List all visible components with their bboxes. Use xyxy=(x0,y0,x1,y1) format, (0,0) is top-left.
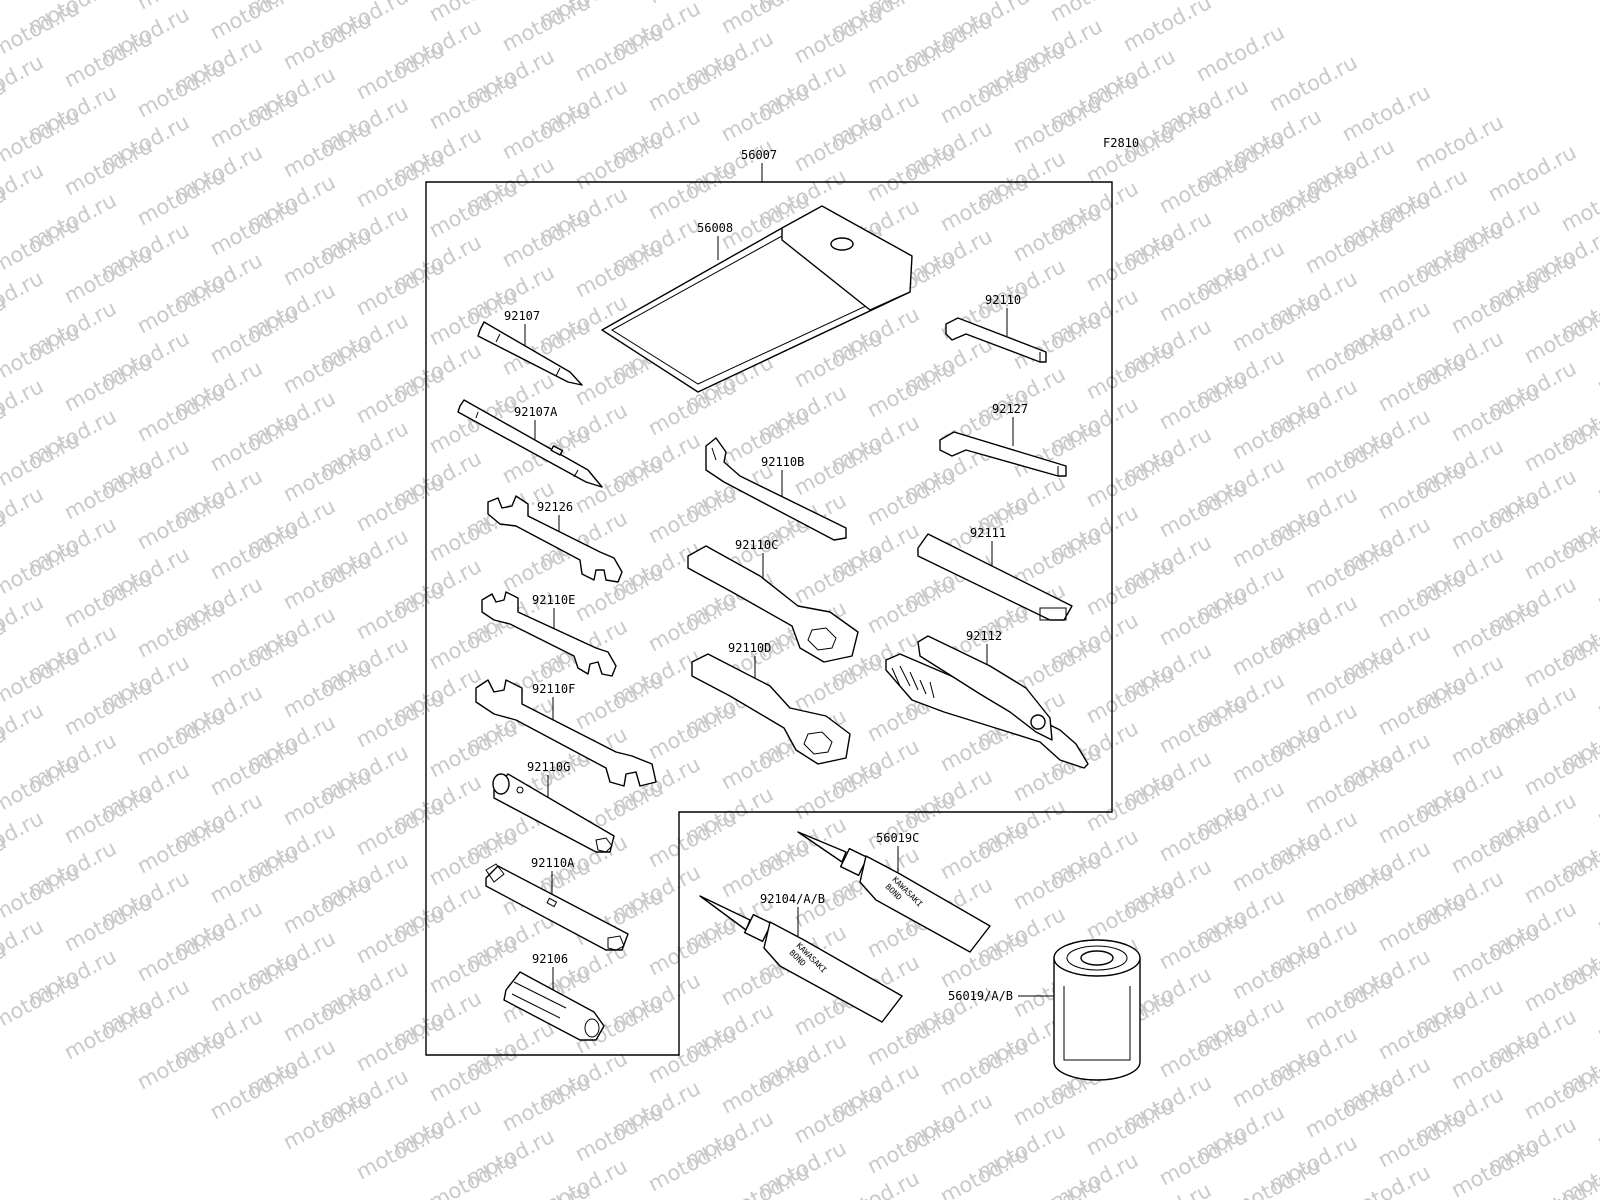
watermark-text: motod.ru xyxy=(0,50,47,116)
watermark-text: motod.ru xyxy=(1593,1088,1600,1154)
watermark-text: motod.ru xyxy=(352,1118,448,1184)
part-92107-screwdriver[interactable]: 92107 xyxy=(477,309,583,386)
watermark-text: motod.ru xyxy=(1520,518,1600,584)
part-92104-bond-tube[interactable]: 92104/A/B KAWASAKI BOND xyxy=(699,892,903,1023)
watermark-text: motod.ru xyxy=(0,320,83,386)
watermark-text: motod.ru xyxy=(0,0,47,8)
watermark-text: motod.ru xyxy=(0,212,83,278)
watermark-text: motod.ru xyxy=(0,860,83,926)
watermark-text: motod.ru xyxy=(498,1178,594,1200)
part-label: 92110F xyxy=(532,682,575,696)
watermark-text: motod.ru xyxy=(1593,980,1600,1046)
watermark-text: motod.ru xyxy=(1593,872,1600,938)
watermark-text: motod.ru xyxy=(717,1160,813,1200)
watermark-text: motod.ru xyxy=(1520,302,1600,368)
part-label: 92110D xyxy=(728,641,771,655)
watermark-text: motod.ru xyxy=(1520,410,1600,476)
watermark-text: motod.ru xyxy=(0,536,83,602)
watermark-text: motod.ru xyxy=(1520,734,1600,800)
part-92110A-box-spanner[interactable]: 92110A xyxy=(485,856,629,951)
part-label: 92126 xyxy=(537,500,573,514)
part-92110D-box-wrench[interactable]: 92110D xyxy=(691,641,851,765)
part-92106-socket[interactable]: 92106 xyxy=(503,952,605,1041)
watermark-text: motod.ru xyxy=(0,698,47,764)
part-label: 92110E xyxy=(532,593,575,607)
figure-code: F2810 xyxy=(1103,136,1139,150)
part-label: 92110A xyxy=(531,856,575,870)
watermark-text: motod.ru xyxy=(1520,1058,1600,1124)
watermark-text: motod.ru xyxy=(1593,656,1600,722)
part-92127-hex-key[interactable]: 92127 xyxy=(939,402,1067,477)
part-92110E-wrench[interactable]: 92110E xyxy=(481,591,617,677)
watermark-text: motod.ru xyxy=(0,968,83,1034)
tool-kit-frame xyxy=(425,181,1113,1056)
watermark-text: motod.ru xyxy=(60,998,156,1064)
part-92110B-hook-wrench[interactable]: 92110B xyxy=(705,437,847,541)
part-label: 56019C xyxy=(876,831,919,845)
part-56019-grease-can[interactable]: 56019/A/B xyxy=(948,939,1141,1081)
watermark-text: motod.ru xyxy=(0,266,47,332)
watermark-text: motod.ru xyxy=(206,1058,302,1124)
watermark-text: motod.ru xyxy=(425,1148,521,1200)
watermark-text: motod.ru xyxy=(1593,332,1600,398)
watermark-text: motod.ru xyxy=(0,104,83,170)
watermark-text: motod.ru xyxy=(0,914,47,980)
part-92111-bar[interactable]: 92111 xyxy=(917,526,1073,621)
part-label: 92127 xyxy=(992,402,1028,416)
part-92110C-box-wrench[interactable]: 92110C xyxy=(687,538,859,663)
part-label: 92110G xyxy=(527,760,570,774)
part-label: 92112 xyxy=(966,629,1002,643)
watermark-text: motod.ru xyxy=(1593,440,1600,506)
watermark-text: motod.ru xyxy=(1228,1154,1324,1200)
part-label: 92111 xyxy=(970,526,1006,540)
watermark-text: motod.ru xyxy=(1593,548,1600,614)
watermark-text: motod.ru xyxy=(1520,950,1600,1016)
watermark-text: motod.ru xyxy=(0,482,47,548)
part-92110-hex-key[interactable]: 92110 xyxy=(945,293,1047,363)
part-label: 92110B xyxy=(761,455,804,469)
watermark-text: motod.ru xyxy=(0,374,47,440)
watermark-text: motod.ru xyxy=(0,590,47,656)
part-label: 56008 xyxy=(697,221,733,235)
watermark-text: motod.ru xyxy=(0,806,47,872)
watermark-text: motod.ru xyxy=(1557,170,1600,236)
watermark-text: motod.ru xyxy=(1447,1136,1543,1200)
part-label: 92104/A/B xyxy=(760,892,825,906)
watermark-text: motod.ru xyxy=(0,752,83,818)
part-label: 92110C xyxy=(735,538,778,552)
part-56019C-bond-tube[interactable]: 56019C KAWASAKI BOND xyxy=(797,831,991,953)
watermark-text: motod.ru xyxy=(133,1028,229,1094)
watermark-text: motod.ru xyxy=(0,0,10,32)
part-56007-tool-kit[interactable]: 56007 xyxy=(741,148,777,182)
watermark-text: motod.ru xyxy=(0,644,83,710)
part-label: 92110 xyxy=(985,293,1021,307)
part-label: 56007 xyxy=(741,148,777,162)
watermark-text: motod.ru xyxy=(644,1130,740,1196)
watermark-text: motod.ru xyxy=(1009,1172,1105,1200)
watermark-text: motod.ru xyxy=(1520,842,1600,908)
part-92107A-screwdriver[interactable]: 92107A xyxy=(457,399,603,488)
watermark-text: motod.ru xyxy=(1593,764,1600,830)
watermark-text: motod.ru xyxy=(0,428,83,494)
watermark-text: motod.ru xyxy=(279,1088,375,1154)
part-92126-wrench[interactable]: 92126 xyxy=(487,495,623,583)
watermark-text: motod.ru xyxy=(0,158,47,224)
part-92110G-box-spanner[interactable]: 92110G xyxy=(492,760,615,853)
part-92110F-wrench[interactable]: 92110F xyxy=(475,679,657,787)
watermark-text: motod.ru xyxy=(1520,626,1600,692)
part-92112-pliers[interactable]: 92112 xyxy=(885,629,1089,769)
part-56008-tool-bag[interactable]: 56008 xyxy=(601,205,913,393)
part-label: 56019/A/B xyxy=(948,989,1013,1003)
part-label: 92106 xyxy=(532,952,568,966)
watermark-text: motod.ru xyxy=(936,1142,1032,1200)
part-label: 92107 xyxy=(504,309,540,323)
part-label: 92107A xyxy=(514,405,558,419)
